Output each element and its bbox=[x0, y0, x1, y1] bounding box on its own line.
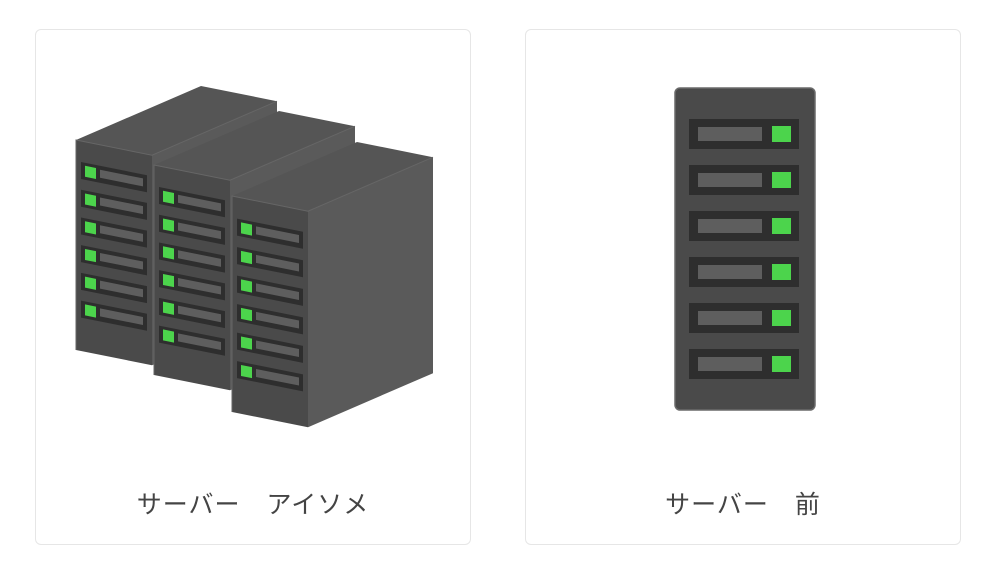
drive-bar bbox=[178, 194, 221, 212]
drive-bar bbox=[178, 250, 221, 267]
status-led bbox=[85, 276, 96, 290]
status-led bbox=[241, 222, 252, 236]
server-isometric-card[interactable]: サーバー アイソメ bbox=[35, 29, 471, 545]
server-side-face bbox=[308, 157, 433, 428]
status-led bbox=[163, 218, 174, 232]
drive-bar bbox=[698, 173, 762, 187]
server-edge bbox=[153, 125, 356, 375]
status-led bbox=[85, 165, 96, 179]
drive-bar bbox=[178, 277, 221, 295]
drive-bar bbox=[698, 265, 762, 279]
status-led bbox=[163, 246, 174, 260]
server-rack-front-icon bbox=[674, 87, 816, 411]
status-led bbox=[772, 126, 791, 142]
drive-bar bbox=[698, 127, 762, 141]
status-led bbox=[163, 329, 174, 343]
drive-bar bbox=[178, 305, 221, 323]
drive-bar bbox=[698, 311, 762, 325]
status-led bbox=[241, 364, 252, 379]
server-top-face bbox=[232, 142, 433, 212]
drive-bar bbox=[698, 357, 762, 371]
status-led bbox=[772, 310, 791, 326]
drive-bar bbox=[178, 222, 221, 240]
server-front-card[interactable]: サーバー 前 bbox=[525, 29, 961, 545]
server-unit bbox=[231, 142, 434, 428]
server-top-face bbox=[76, 86, 277, 156]
status-led bbox=[241, 279, 252, 293]
server-edge bbox=[231, 156, 434, 412]
server-edge bbox=[75, 100, 278, 350]
drive-bar bbox=[256, 283, 299, 301]
server-isometric-label: サーバー アイソメ bbox=[136, 490, 370, 519]
server-top-face bbox=[154, 111, 355, 181]
server-front-group bbox=[674, 87, 816, 411]
drive-bar bbox=[256, 226, 299, 243]
drive-bar bbox=[100, 169, 143, 187]
status-led bbox=[241, 250, 252, 265]
status-led bbox=[85, 304, 96, 318]
drive-bar bbox=[256, 368, 299, 386]
status-led bbox=[163, 190, 174, 204]
server-rack-isometric-icon bbox=[75, 86, 434, 428]
drive-bar bbox=[256, 311, 299, 329]
status-led bbox=[85, 193, 96, 207]
drive-bar bbox=[100, 280, 143, 298]
status-led bbox=[85, 248, 96, 263]
status-led bbox=[772, 264, 791, 280]
status-led bbox=[85, 221, 96, 235]
drive-bar bbox=[256, 254, 299, 272]
drive-bar bbox=[698, 219, 762, 233]
status-led bbox=[163, 301, 174, 315]
drive-bar bbox=[100, 197, 143, 215]
status-led bbox=[163, 273, 174, 288]
status-led bbox=[772, 172, 791, 188]
drive-bar bbox=[178, 333, 221, 350]
drive-bar bbox=[100, 308, 143, 325]
drive-bar bbox=[100, 225, 143, 242]
drive-bar bbox=[100, 252, 143, 270]
status-led bbox=[772, 356, 791, 372]
status-led bbox=[241, 336, 252, 350]
status-led bbox=[772, 218, 791, 234]
server-front-label: サーバー 前 bbox=[665, 490, 821, 519]
drive-bar bbox=[256, 340, 299, 358]
status-led bbox=[241, 307, 252, 322]
